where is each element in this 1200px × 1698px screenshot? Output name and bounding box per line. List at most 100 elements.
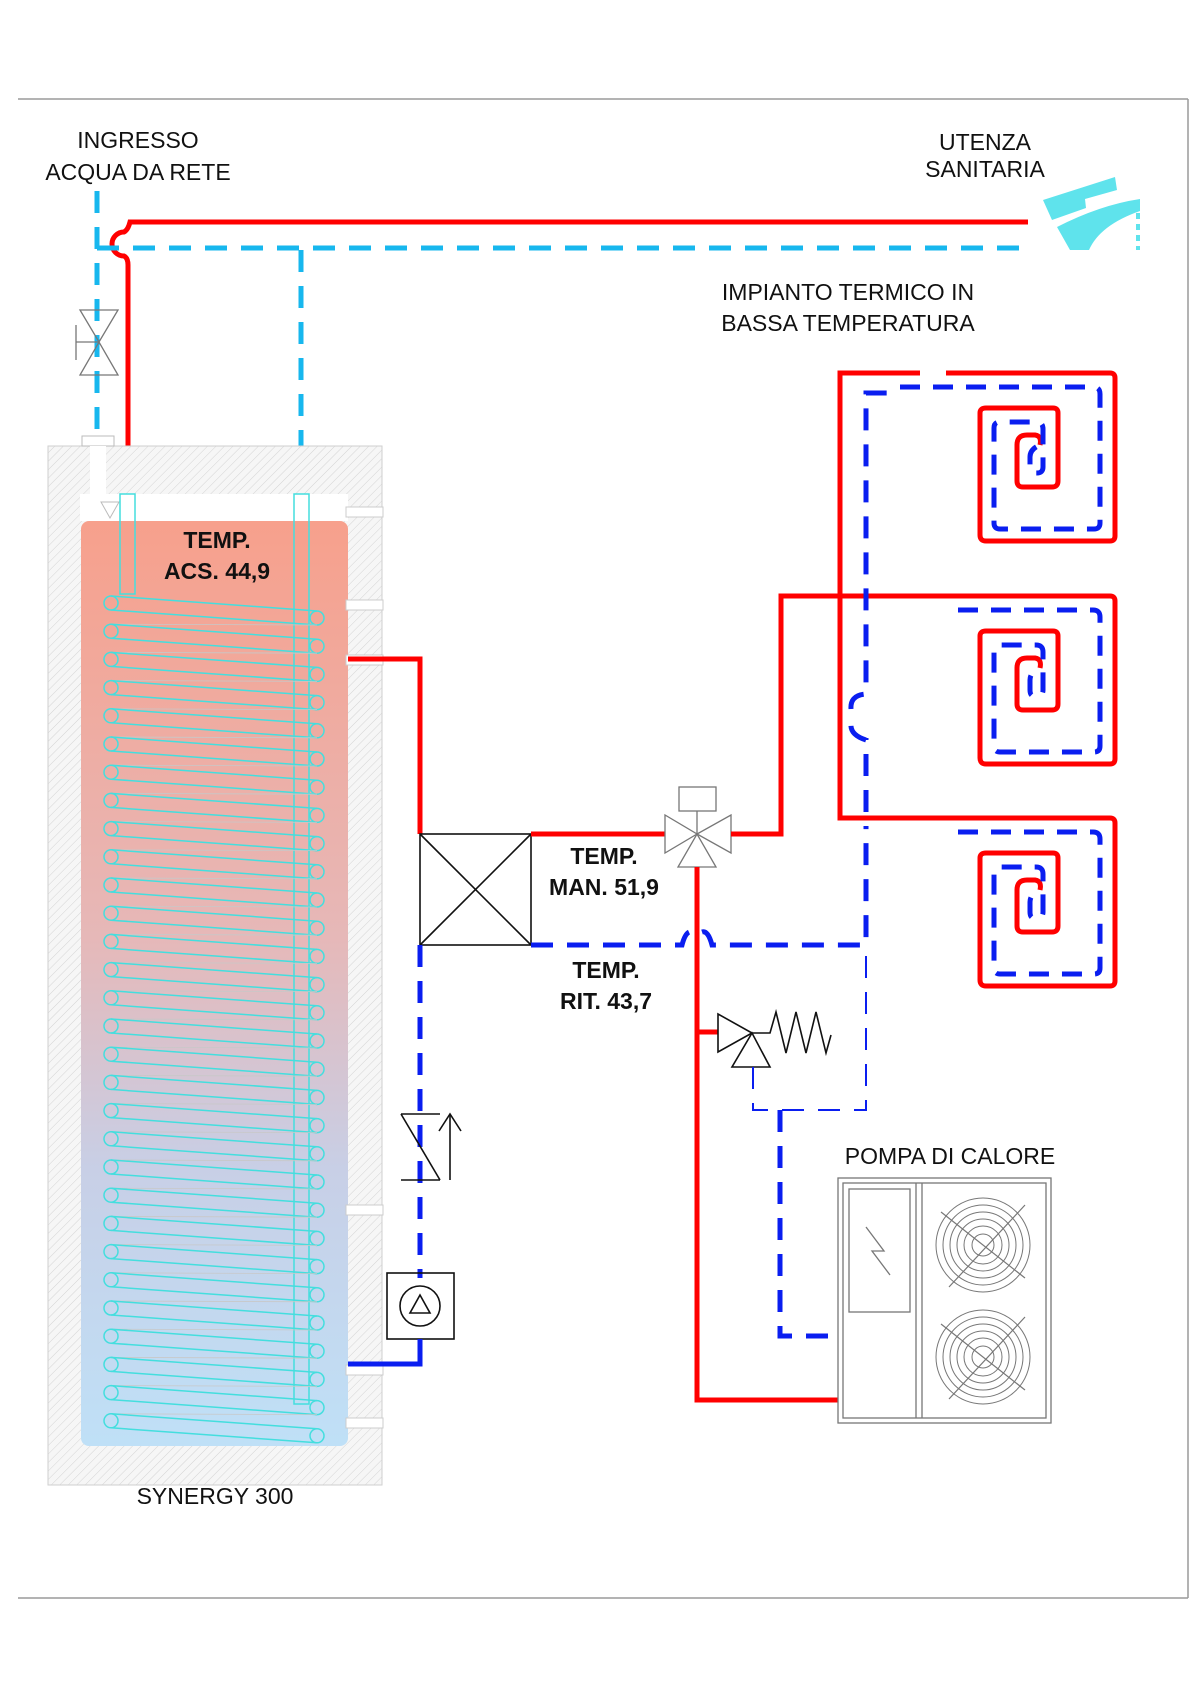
plant-label-line1: IMPIANTO TERMICO IN bbox=[722, 279, 974, 305]
plate-heat-exchanger-icon bbox=[419, 833, 532, 946]
coil-tube-bottom bbox=[110, 1257, 318, 1275]
coil-back-line bbox=[110, 623, 318, 626]
coil-tube-bottom bbox=[110, 1427, 318, 1444]
dhw-hot-pipe bbox=[109, 219, 1028, 497]
coil-turn bbox=[103, 792, 325, 824]
coil-back-line bbox=[110, 877, 318, 880]
coil-back-line bbox=[110, 905, 318, 908]
coil-turn bbox=[103, 1413, 325, 1444]
coil-back-line bbox=[110, 1103, 318, 1105]
bypass-valve-icon bbox=[697, 1008, 832, 1068]
coil-tube-top bbox=[110, 651, 318, 669]
coil-tube-top bbox=[110, 933, 318, 951]
user-label: UTENZA SANITARIA bbox=[925, 129, 1045, 182]
coil-turn bbox=[103, 990, 325, 1021]
coil-tube-top bbox=[110, 1243, 318, 1261]
coil-tube-bottom bbox=[110, 919, 318, 936]
coil-tube-bottom bbox=[110, 1370, 318, 1388]
coil-back-line bbox=[110, 680, 318, 682]
fan-icon bbox=[935, 1309, 1031, 1405]
coil-tube-bottom bbox=[110, 750, 318, 767]
fan-ring bbox=[949, 1211, 1017, 1279]
circulator-pump-icon bbox=[386, 1272, 455, 1340]
electric-icon bbox=[865, 1226, 891, 1276]
pump-to-tank-pipe bbox=[348, 1339, 423, 1367]
coil-tube-bottom bbox=[110, 1004, 318, 1021]
coil-tube-top bbox=[110, 1046, 318, 1063]
coil-tube-top bbox=[110, 849, 318, 866]
coil-turn bbox=[103, 1046, 325, 1077]
coil-back-line bbox=[110, 1046, 318, 1049]
return-temp-line2: RIT. 43,7 bbox=[560, 988, 652, 1014]
coil-back-line bbox=[110, 1131, 318, 1133]
fan-blade bbox=[940, 1323, 1026, 1391]
user-label-line2: SANITARIA bbox=[925, 156, 1045, 182]
fan-ring bbox=[942, 1204, 1024, 1286]
loop-return-path bbox=[900, 384, 1103, 532]
coil-tube-bottom bbox=[110, 665, 318, 683]
floor-loop bbox=[958, 815, 1118, 989]
three-way-valve-icon bbox=[664, 786, 732, 868]
fan-ring bbox=[935, 1197, 1031, 1293]
coil-turn bbox=[103, 1384, 325, 1416]
heat-pump-label: POMPA DI CALORE bbox=[845, 1143, 1055, 1169]
floor-heating-loops bbox=[900, 370, 1118, 989]
coil-tube-bottom bbox=[110, 1342, 318, 1359]
coil-turn bbox=[103, 1074, 325, 1106]
coil-tube-top bbox=[110, 679, 318, 697]
coil-back-line bbox=[110, 1385, 318, 1387]
coil-tube-top bbox=[110, 792, 318, 810]
coil-back-line bbox=[110, 1244, 318, 1246]
coil-tube-top bbox=[110, 1131, 318, 1148]
coil-back-line bbox=[110, 1159, 318, 1162]
fan-ring bbox=[942, 1316, 1024, 1398]
coil-back-line bbox=[110, 1300, 318, 1303]
return-temp-line1: TEMP. bbox=[572, 957, 639, 983]
coil-tube-top bbox=[110, 1300, 318, 1317]
coil-tube-top bbox=[110, 1356, 318, 1374]
coil-turn bbox=[103, 1159, 325, 1190]
coil-tube-bottom bbox=[110, 637, 318, 654]
heat-pump-return-pipe bbox=[777, 1110, 838, 1339]
plant-label-line2: BASSA TEMPERATURA bbox=[721, 310, 975, 336]
heat-pump: POMPA DI CALORE bbox=[837, 1143, 1055, 1424]
faucet-icon bbox=[1043, 177, 1140, 250]
coil-tube-bottom bbox=[110, 1145, 318, 1162]
coil-back-line bbox=[110, 1328, 318, 1331]
coil-tube-top bbox=[110, 1018, 318, 1035]
fan-ring bbox=[963, 1225, 1003, 1265]
coil-turn bbox=[103, 820, 325, 852]
coil-tube-bottom bbox=[110, 609, 318, 626]
loop-return-path bbox=[958, 829, 1103, 977]
fan-ring bbox=[971, 1233, 995, 1257]
coil-tube-bottom bbox=[110, 806, 318, 824]
storage-tank bbox=[47, 435, 384, 1486]
coil-tube-bottom bbox=[110, 947, 318, 965]
bypass-return-pipe bbox=[752, 945, 867, 1111]
coil-turn bbox=[103, 877, 325, 908]
coil-tube-top bbox=[110, 736, 318, 753]
coil-turn bbox=[103, 623, 325, 654]
coil-back-line bbox=[110, 1272, 318, 1274]
fan-icon bbox=[935, 1197, 1031, 1293]
coil-tube-top bbox=[110, 990, 318, 1007]
coil-tube-bottom bbox=[110, 1286, 318, 1303]
coil-turn bbox=[103, 1102, 325, 1134]
coil-turn bbox=[103, 1272, 325, 1303]
coil-back-line bbox=[110, 1413, 318, 1415]
user-label-line1: UTENZA bbox=[939, 129, 1032, 155]
coil-tube-bottom bbox=[110, 1116, 318, 1134]
return-temperature-reading: TEMP. RIT. 43,7 bbox=[560, 957, 652, 1014]
coil-tube-top bbox=[110, 1102, 318, 1120]
coil-back-line bbox=[110, 793, 318, 795]
loop-return-path bbox=[958, 607, 1103, 755]
coil-back-line bbox=[110, 736, 318, 739]
plant-label: IMPIANTO TERMICO IN BASSA TEMPERATURA bbox=[721, 279, 975, 336]
coil-tube-top bbox=[110, 623, 318, 640]
coil-back-line bbox=[110, 652, 318, 654]
coil-tube-top bbox=[110, 1187, 318, 1204]
coil-back-line bbox=[110, 1187, 318, 1190]
coil-tube-top bbox=[110, 764, 318, 781]
coil-tube-top bbox=[110, 1413, 318, 1430]
coil-back-line bbox=[110, 1357, 318, 1359]
